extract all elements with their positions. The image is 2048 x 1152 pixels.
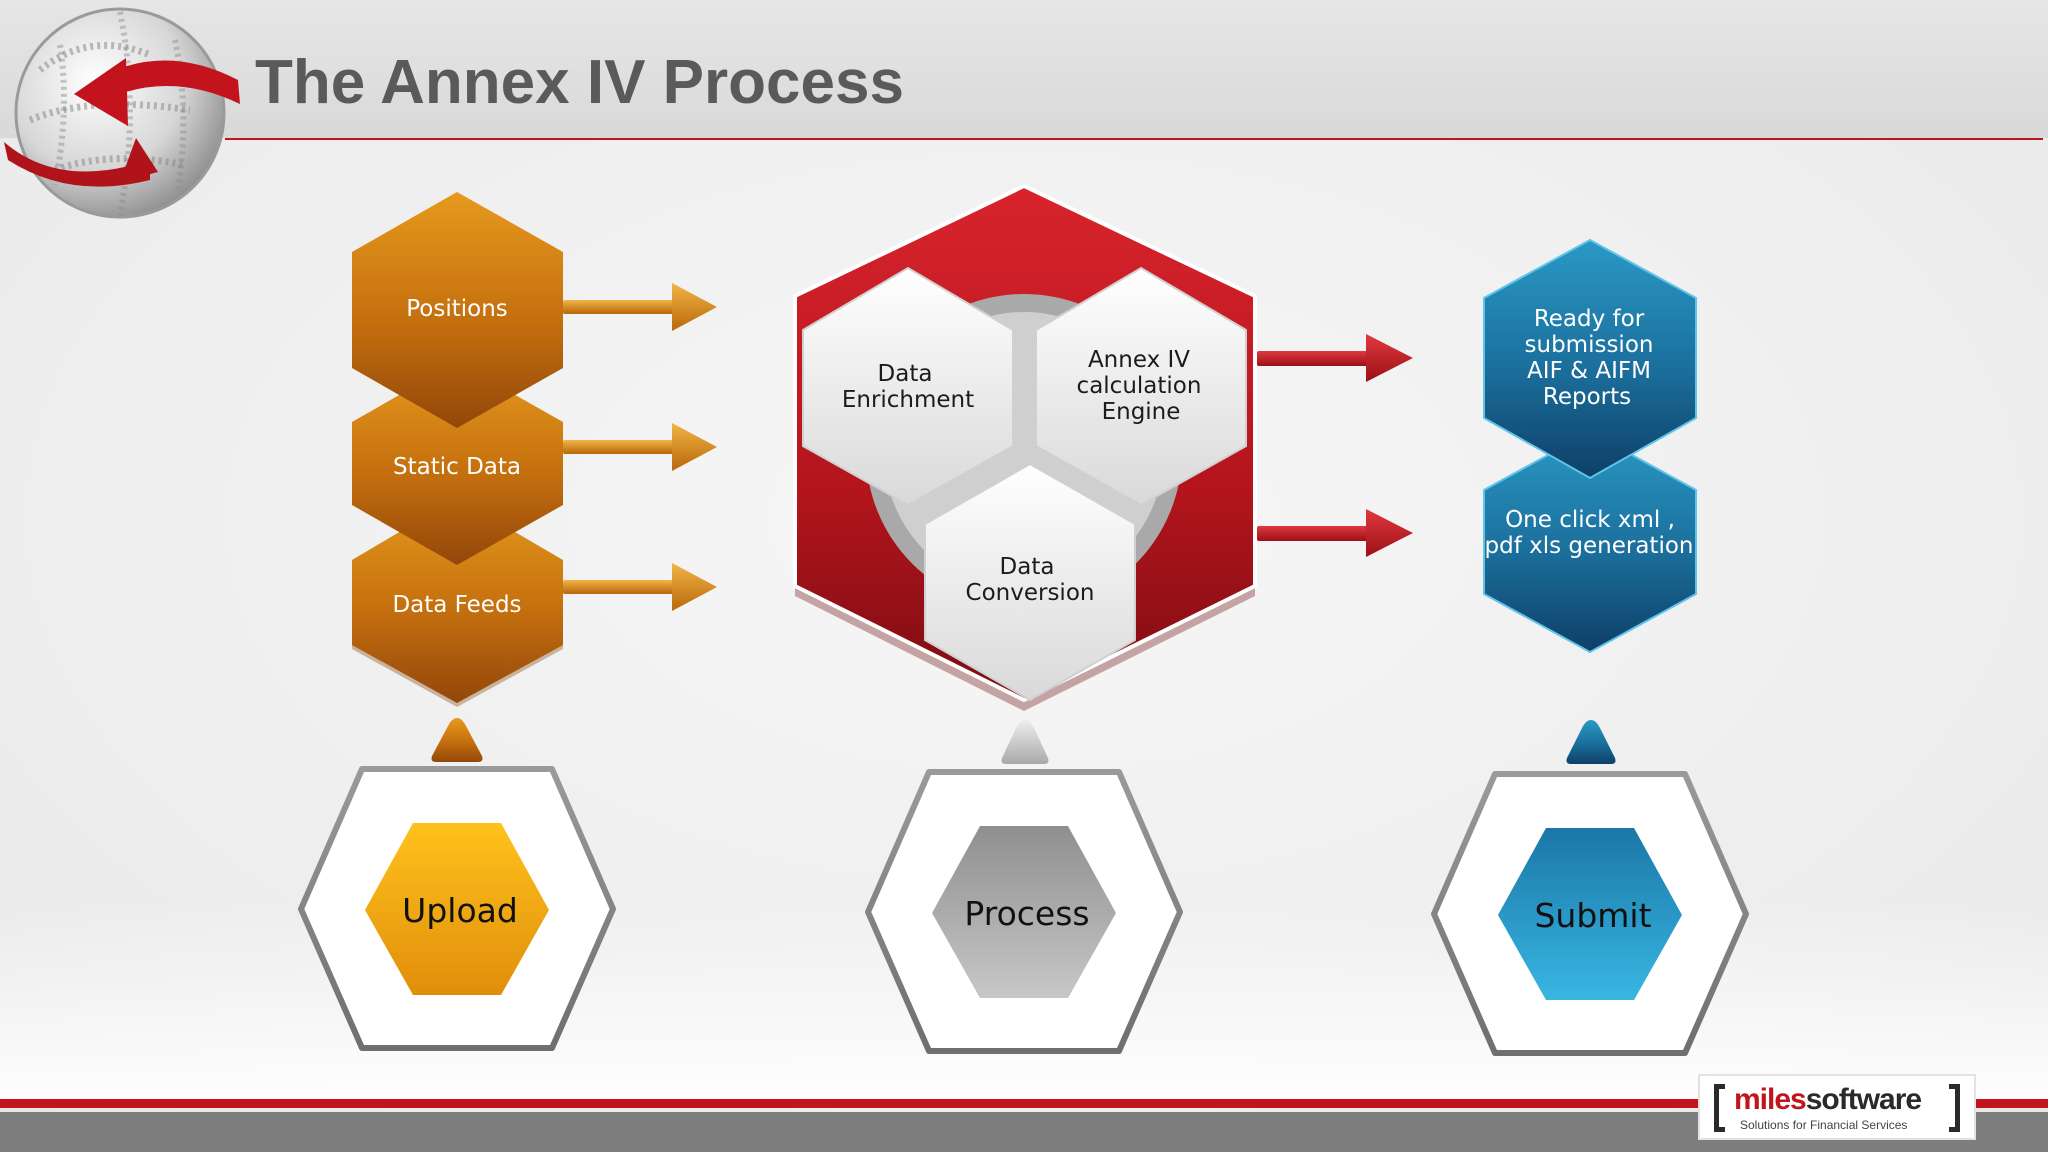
hex-positions <box>352 192 563 428</box>
arrow-data-feeds <box>563 563 717 611</box>
enrichment-line-1: Data <box>878 361 933 387</box>
stage-label-process: Process <box>964 894 1089 933</box>
hex-static-data <box>352 362 563 565</box>
logo-tagline: Solutions for Financial Services <box>1740 1118 1908 1132</box>
logo-brand-part1: miles <box>1734 1083 1807 1116</box>
stage-label-submit: Submit <box>1534 896 1651 935</box>
pointer-process <box>1001 720 1049 764</box>
ready-line-4: Reports <box>1543 384 1631 410</box>
hex-data-enrichment <box>802 266 1014 507</box>
output-hex-stack: Ready for submission AIF & AIFM Reports … <box>1483 238 1697 654</box>
ready-line-1: Ready for <box>1534 306 1645 332</box>
logo-brand-miles: milessoftware <box>1734 1083 1922 1117</box>
engine-line-3: Engine <box>1102 399 1181 425</box>
generation-line-1: One click xml , <box>1505 507 1675 533</box>
footer-red-rule <box>0 1099 2048 1108</box>
hex-one-click-generation <box>1483 430 1697 654</box>
engine-line-2: calculation <box>1077 373 1202 399</box>
hex-ready-for-submission <box>1483 238 1697 480</box>
arrow-static-data <box>563 423 717 471</box>
ready-line-3: AIF & AIFM <box>1527 358 1651 384</box>
input-label-data-feeds: Data Feeds <box>392 592 521 618</box>
hex-data-feeds <box>352 498 563 707</box>
stage-label-upload: Upload <box>402 891 518 930</box>
generation-line-2: pdf xls generation <box>1485 533 1694 559</box>
input-label-positions: Positions <box>406 296 508 322</box>
logo-left-bracket <box>1714 1084 1725 1132</box>
pointer-upload <box>431 718 483 762</box>
input-hex-stack: Positions Static Data Data Feeds <box>352 192 563 707</box>
enrichment-line-2: Enrichment <box>842 387 974 413</box>
header-band <box>0 0 2048 138</box>
arrow-to-ready <box>1257 334 1413 382</box>
conversion-line-1: Data <box>1000 554 1055 580</box>
hex-data-conversion <box>924 462 1136 702</box>
input-label-static-data: Static Data <box>393 454 521 480</box>
globe-arrows-icon <box>4 7 240 219</box>
miles-software-logo: milessoftware Solutions for Financial Se… <box>1698 1074 1976 1140</box>
logo-brand-part2: software <box>1805 1083 1922 1116</box>
stage-submit: Submit <box>1431 771 1749 1056</box>
arrow-positions <box>563 283 717 331</box>
process-hub: Data Enrichment Annex IV calculation Eng… <box>793 184 1257 711</box>
stage-process: Process <box>865 769 1183 1054</box>
conversion-line-2: Conversion <box>966 580 1095 606</box>
ready-line-2: submission <box>1525 332 1654 358</box>
engine-line-1: Annex IV <box>1088 347 1190 373</box>
logo-right-bracket <box>1949 1084 1960 1132</box>
pointer-submit <box>1566 720 1616 764</box>
hex-annex-engine <box>1035 266 1247 507</box>
page-title: The Annex IV Process <box>255 48 904 117</box>
arrow-to-generation <box>1257 509 1413 557</box>
stage-upload: Upload <box>298 766 616 1051</box>
